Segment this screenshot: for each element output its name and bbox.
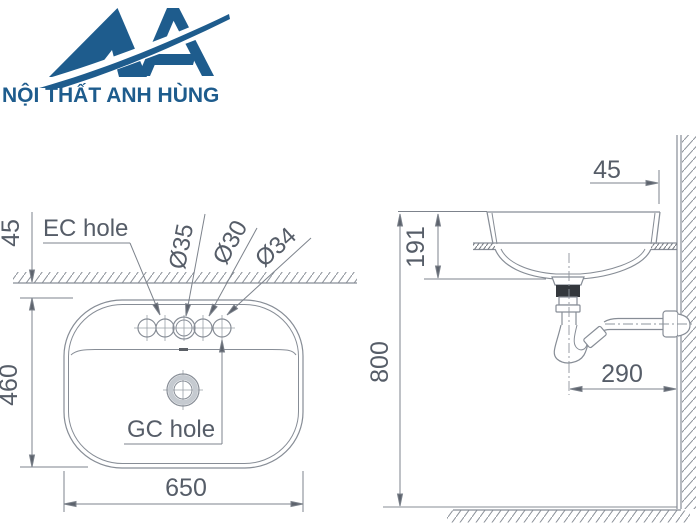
top-view: 45 460 650 <box>0 212 357 512</box>
dimension-191 <box>398 211 546 280</box>
company-name: NỘI THẤT ANH HÙNG <box>2 84 220 107</box>
deck-line <box>70 348 297 356</box>
dim-290-value: 290 <box>601 360 643 388</box>
dimension-460 <box>20 297 88 468</box>
dimension-800 <box>397 213 403 507</box>
label-dia30: Ø30 <box>208 216 254 269</box>
leader-dia34 <box>224 237 312 318</box>
drain-hole <box>163 370 203 410</box>
side-view: 45 191 800 290 <box>366 135 696 523</box>
leader-ec-hole <box>43 242 163 317</box>
label-dia34: Ø34 <box>250 222 302 272</box>
basin-outline <box>63 299 304 469</box>
leader-dia35 <box>183 213 206 317</box>
dim-45-side-value: 45 <box>593 156 621 184</box>
label-ec-hole: EC hole <box>43 215 128 242</box>
dim-650-value: 650 <box>165 474 207 502</box>
faucet-holes <box>134 315 235 341</box>
dimension-650 <box>63 471 304 512</box>
dim-460-value: 460 <box>0 364 23 406</box>
dim-800-value: 800 <box>366 341 394 383</box>
dimension-290 <box>569 386 677 392</box>
countertop <box>473 242 677 251</box>
dimension-45-top <box>29 212 35 283</box>
wall-hatch-top-view <box>13 272 357 284</box>
brand-logo-icon <box>30 8 231 88</box>
leader-gc-hole <box>124 339 225 445</box>
floor-line <box>383 506 690 523</box>
dim-191-value: 191 <box>402 226 430 268</box>
label-dia35: Ø35 <box>164 222 199 272</box>
dimension-45-side <box>590 170 660 204</box>
dim-45-top-value: 45 <box>0 219 25 247</box>
basin-profile <box>486 211 661 280</box>
drain-trap <box>551 253 693 395</box>
label-gc-hole: GC hole <box>127 416 215 443</box>
logo-swoosh-cut <box>30 10 231 88</box>
leader-dia30 <box>206 227 258 318</box>
